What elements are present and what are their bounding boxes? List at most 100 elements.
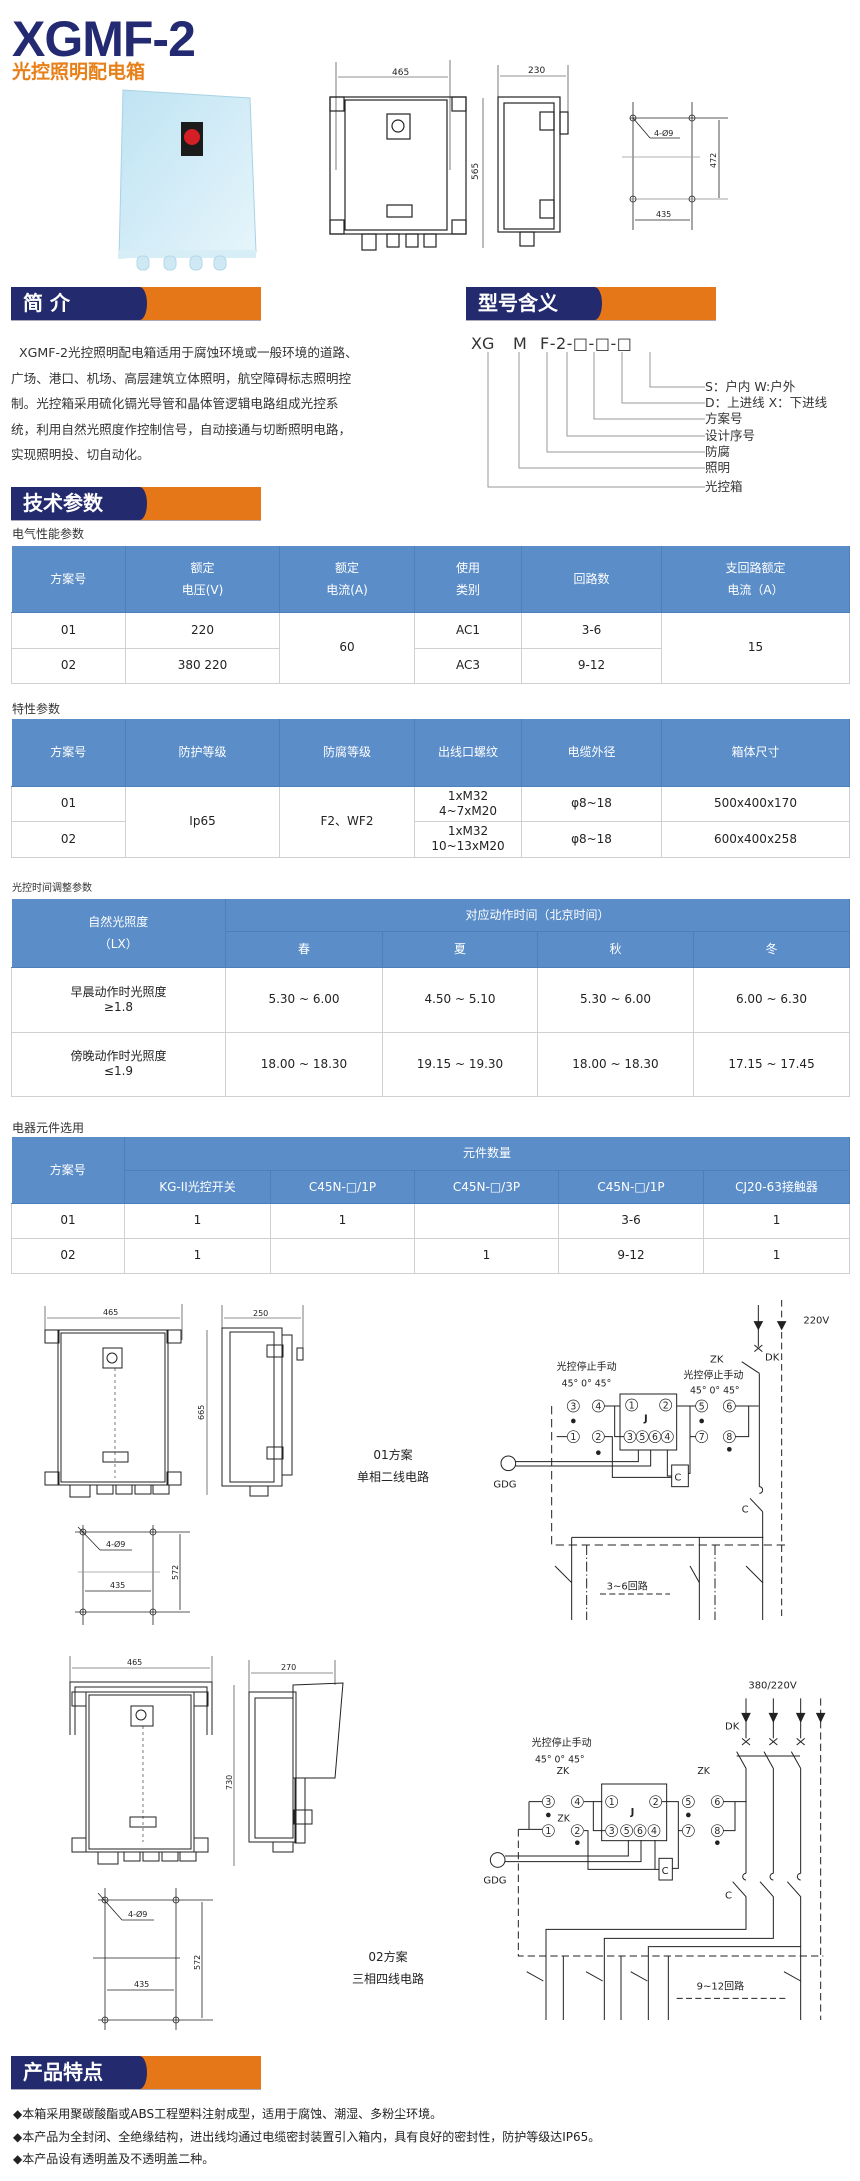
section-tech-header: 技术参数 [11, 487, 261, 521]
model-label-lightbox: 光控箱 [705, 479, 743, 494]
s1-dim-height: 665 [197, 1405, 206, 1420]
s2-hole-vertical: 572 [193, 1955, 202, 1970]
circuit2-voltage: 380/220V [748, 1680, 797, 1691]
top-hole-vertical: 472 [709, 153, 718, 168]
table2-caption: 特性参数 [12, 702, 61, 716]
table-row: 01 220 60 AC1 3-6 15 [11, 611, 850, 684]
terminal-number: 3 [609, 1826, 615, 1837]
circuit1-voltage: 220V [803, 1315, 829, 1326]
model-label-design: 设计序号 [705, 428, 756, 443]
terminal-circle [695, 1399, 708, 1413]
t2-header: 方案号 [11, 719, 126, 787]
components-table: 方案号 元件数量 KG-II光控开关 C45N-□/1P C45N-□/3P C… [11, 1137, 851, 1274]
cell: 早晨动作时光照度 ≥1.8 [11, 966, 226, 1033]
cell: 1 [124, 1237, 271, 1274]
terminal-number: 4 [664, 1432, 670, 1443]
feature-item: ◆本箱采用聚碳酸酯或ABS工程塑料注射成型，适用于腐蚀、潮湿、多粉尘环境。 [13, 2107, 443, 2121]
terminal-circle [571, 1824, 584, 1837]
cell: 220 [125, 611, 280, 649]
terminal-circle [710, 1824, 724, 1837]
circuit2-contactor-label: C [662, 1866, 669, 1877]
cell: φ8~18 [521, 820, 662, 858]
scheme2-side-drawing [233, 1660, 344, 1866]
t3-header-winter: 冬 [693, 931, 851, 968]
cell [270, 1237, 415, 1274]
t4-header: C45N-□/3P [414, 1170, 559, 1204]
t3-header-spring: 春 [225, 931, 383, 968]
model-code-xg: XG [471, 334, 495, 353]
cell: Ip65 [125, 785, 280, 858]
cell: 1 [702, 1202, 851, 1239]
cell: 15 [661, 611, 850, 684]
intro-paragraph: XGMF-2光控照明配电箱适用于腐蚀环境或一般环境的道路、广场、港口、机场、高层… [11, 345, 358, 462]
t2-header: 箱体尺寸 [661, 719, 850, 787]
feature-item: ◆本产品为全封闭、全绝缘结构，进出线均通过电缆密封装置引入箱内，具有良好的密封性… [13, 2130, 601, 2144]
cell: 19.15 ~ 19.30 [382, 1031, 538, 1097]
t4-header-group: 元件数量 [124, 1137, 851, 1171]
t3-header-autumn: 秋 [537, 931, 694, 968]
mounting-holes-drawing [622, 102, 728, 230]
terminal-number: 2 [595, 1432, 601, 1443]
top-holes-label: 4-Ø9 [654, 128, 673, 138]
t3-header-group: 对应动作时间（北京时间） [225, 899, 851, 932]
cell: 18.00 ~ 18.30 [225, 1031, 383, 1097]
section-model-header: 型号含义 [466, 287, 716, 321]
t1-header: 回路数 [521, 546, 662, 613]
scheme2-front-drawing [69, 1656, 213, 1865]
cell: 1xM32 4~7xM20 [414, 785, 522, 822]
cell: 380 220 [125, 647, 280, 684]
terminal-number: 1 [609, 1797, 615, 1808]
front-view-drawing [329, 60, 467, 251]
cell: 9-12 [521, 647, 662, 684]
terminal-circle [649, 1795, 662, 1808]
cell [414, 1202, 559, 1239]
t1-header: 额定 电压(V) [125, 546, 280, 613]
circuit1-contactor-label: C [674, 1473, 681, 1484]
t1-header: 支回路额定 电流（A） [661, 546, 850, 613]
terminal-circle [710, 1795, 724, 1808]
terminal-circle [605, 1795, 618, 1808]
scheme1-front-drawing [44, 1304, 183, 1498]
terminal-circle [591, 1430, 605, 1443]
t4-header-scheme: 方案号 [11, 1137, 125, 1204]
circuit2-branch-label: 9~12回路 [697, 1979, 744, 1992]
cell: 02 [11, 647, 126, 684]
cell: 3-6 [558, 1202, 704, 1239]
s1-holes-label: 4-Ø9 [106, 1539, 125, 1549]
table4-caption: 电器元件选用 [12, 1121, 85, 1135]
product-subtitle: 光控照明配电箱 [12, 61, 146, 83]
terminal-circle [695, 1430, 708, 1443]
terminal-number: 3 [570, 1401, 576, 1412]
t2-header: 出线口螺纹 [414, 719, 522, 787]
terminal-circle [571, 1795, 584, 1808]
circuit1-zk-label: ZK [710, 1355, 724, 1366]
section-features-header: 产品特点 [11, 2056, 261, 2090]
product-photo [118, 89, 257, 271]
terminal-circle [633, 1824, 647, 1837]
circuit2-contactor-switch-label: C [725, 1890, 732, 1901]
terminal-circle [567, 1430, 580, 1443]
t4-header: KG-II光控开关 [124, 1170, 271, 1204]
terminal-number: 6 [637, 1826, 643, 1837]
s1-dim-width: 465 [103, 1308, 118, 1317]
scheme2-holes-drawing [93, 1888, 213, 2030]
terminal-number: 5 [685, 1797, 691, 1808]
terminal-number: 7 [699, 1432, 705, 1443]
circuit1-angles-right: 45° 0° 45° [690, 1385, 740, 1396]
cell: 18.00 ~ 18.30 [537, 1031, 694, 1097]
light-timing-table: 自然光照度 （LX） 对应动作时间（北京时间） 春 夏 秋 冬 早晨动作时光照度… [11, 899, 851, 1097]
circuit1-gdg-label: GDG [493, 1479, 516, 1490]
model-code-m: M [513, 334, 527, 353]
terminal-number: 8 [726, 1432, 732, 1443]
cell: 01 [11, 611, 126, 649]
cell: 02 [11, 820, 126, 858]
terminal-circle [647, 1824, 661, 1837]
cell: 傍晚动作时光照度 ≤1.9 [11, 1031, 226, 1097]
terminal-circle [722, 1430, 736, 1443]
terminal-circle [660, 1430, 674, 1443]
s1-dim-depth: 250 [253, 1309, 268, 1318]
circuit1-angles-left: 45° 0° 45° [562, 1379, 612, 1390]
s1-hole-horizontal: 435 [110, 1581, 125, 1590]
